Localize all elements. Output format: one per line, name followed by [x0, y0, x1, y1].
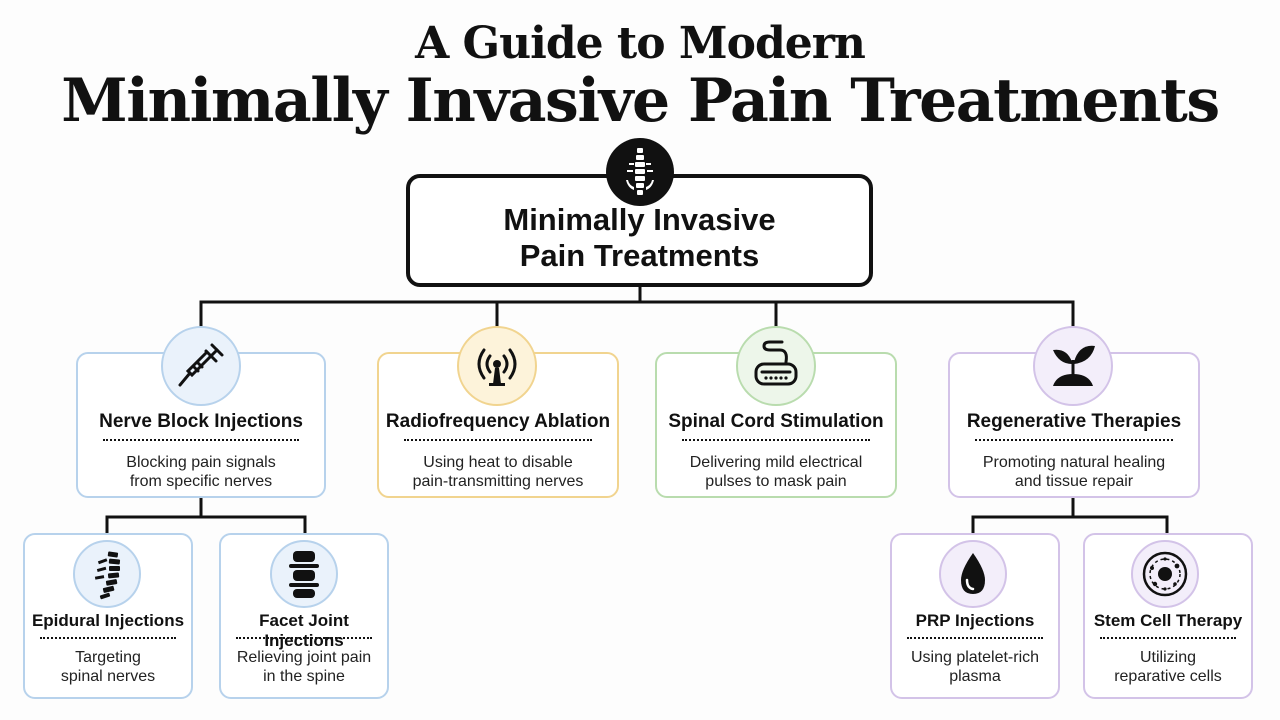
title-line-1: A Guide to Modern [415, 18, 866, 69]
radio-wave-icon [457, 326, 537, 406]
card-title: PRP Injections [915, 611, 1035, 630]
vertebrae-icon [270, 540, 338, 608]
dotted-divider [1100, 637, 1236, 639]
card-title: Nerve Block Injections [99, 411, 303, 432]
root-label-line-1: Minimally Invasive [503, 201, 776, 237]
blood-drop-icon [939, 540, 1007, 608]
root-label-line-2: Pain Treatments [519, 237, 760, 273]
dotted-divider [404, 439, 592, 441]
dotted-divider [103, 439, 299, 441]
dotted-divider [682, 439, 870, 441]
sprout-icon [1033, 326, 1113, 406]
dotted-divider [907, 637, 1043, 639]
card-regenerative-therapies: Regenerative Therapies Promoting natural… [948, 352, 1200, 498]
root-node: Minimally Invasive Pain Treatments [406, 174, 873, 287]
spine-icon [606, 138, 674, 206]
card-title: Stem Cell Therapy [1093, 611, 1243, 630]
syringe-icon [161, 326, 241, 406]
card-title: Facet Joint Injections [259, 611, 349, 650]
dotted-divider [40, 637, 176, 639]
card-title: Epidural Injections [31, 611, 185, 630]
card-title: Radiofrequency Ablation [385, 411, 611, 432]
stimulator-device-icon [736, 326, 816, 406]
spine-column-icon [73, 540, 141, 608]
dotted-divider [236, 637, 372, 639]
title-line-2: Minimally Invasive Pain Treatments [61, 66, 1220, 136]
card-title: Regenerative Therapies [966, 411, 1182, 432]
cell-icon [1131, 540, 1199, 608]
card-title: Spinal Cord Stimulation [668, 411, 884, 432]
dotted-divider [975, 439, 1173, 441]
